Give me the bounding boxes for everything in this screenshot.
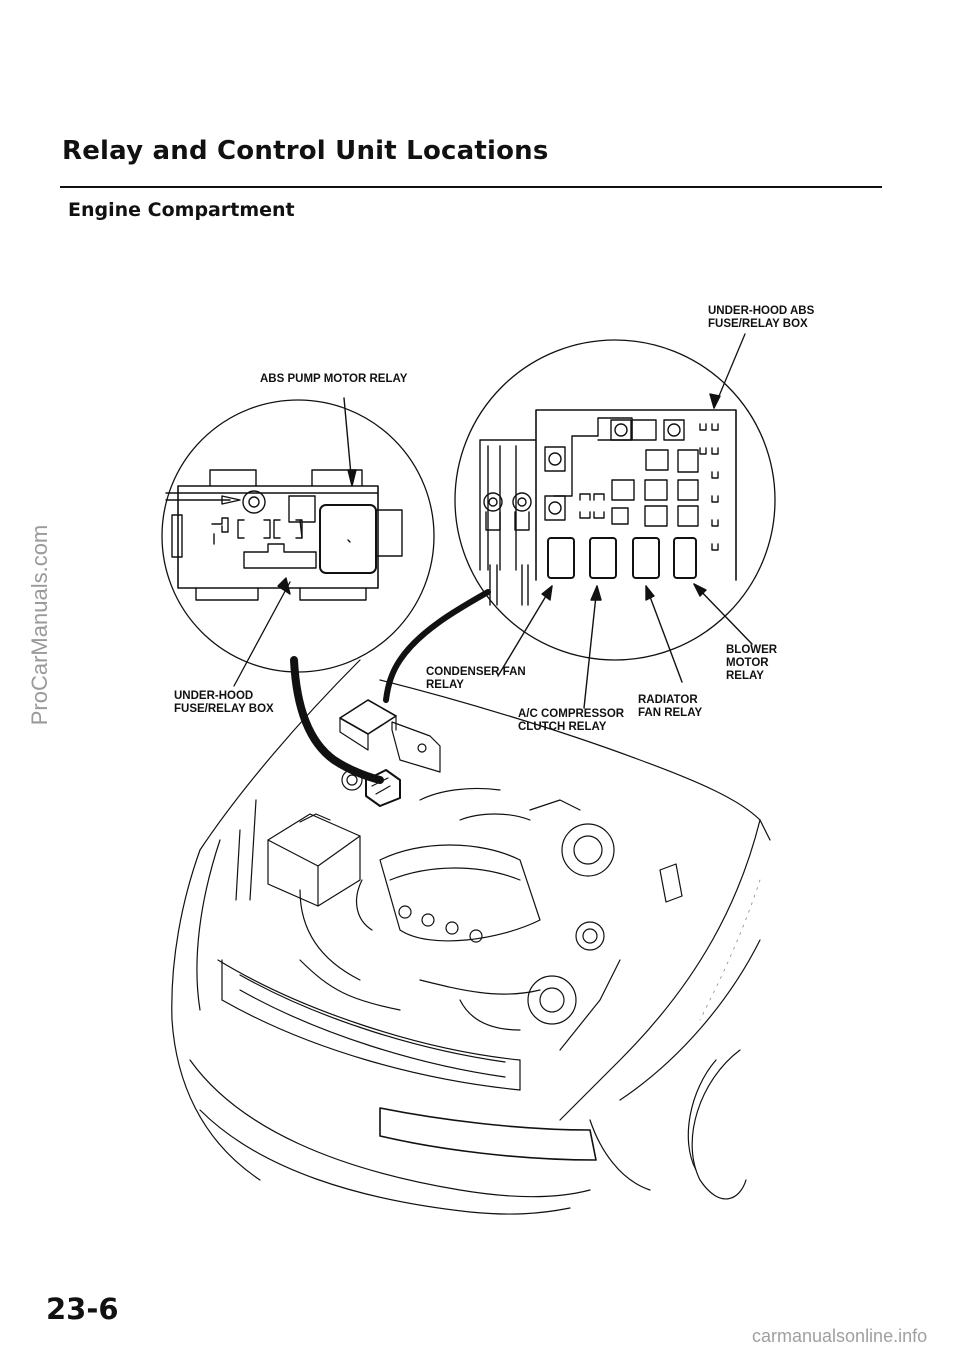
title-divider (60, 186, 882, 188)
label-abs-pump-motor-relay: ABS PUMP MOTOR RELAY (260, 373, 408, 385)
abs-box-detail-circle (161, 397, 435, 687)
car-illustration (171, 659, 771, 1215)
page-title: Relay and Control Unit Locations (62, 136, 549, 166)
section-title: Engine Compartment (68, 199, 295, 221)
under-hood-box-detail-circle (454, 333, 776, 709)
page-number: 23-6 (46, 1292, 119, 1326)
footer-watermark: carmanualsonline.info (752, 1326, 928, 1346)
